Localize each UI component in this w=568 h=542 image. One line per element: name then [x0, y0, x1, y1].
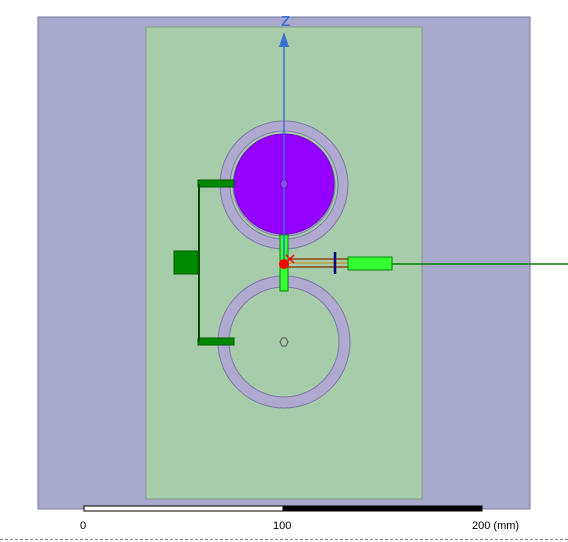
- scale-tick-0: 0: [80, 520, 87, 532]
- scale-bar-white: [83, 505, 284, 512]
- feed-stub-bottom[interactable]: [197, 337, 235, 346]
- scale-tick-100: 100: [273, 520, 292, 532]
- coax-connector[interactable]: [347, 256, 393, 271]
- feed-stub-top[interactable]: [197, 179, 235, 188]
- feed-pad[interactable]: [173, 250, 199, 275]
- port-x-mark-b: [285, 254, 295, 264]
- scale-bar-black: [282, 505, 483, 512]
- lower-center-via: [279, 337, 289, 347]
- viewport-bottom-border: [0, 539, 568, 540]
- z-axis-arrowhead: [279, 32, 289, 47]
- scale-tick-200: 200 (mm): [472, 520, 520, 532]
- z-axis-label: Z: [281, 13, 291, 30]
